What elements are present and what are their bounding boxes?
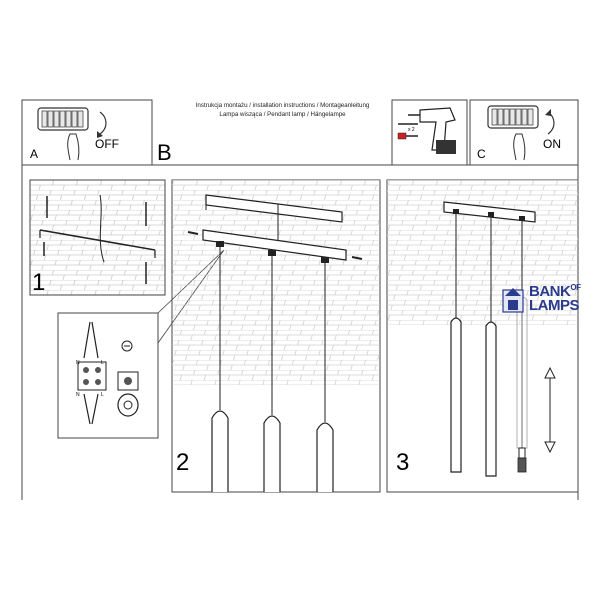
step-3-number: 3	[396, 449, 409, 476]
pendant-shade	[211, 410, 229, 492]
pendant-shade	[450, 317, 462, 473]
step-2-panel	[171, 179, 381, 493]
wire-l-top: L	[101, 360, 104, 366]
screw-anchor-icon	[397, 123, 418, 140]
panel-a-label: A	[30, 147, 38, 161]
bank-of-lamps-logo: BANKOF LAMPS	[500, 283, 600, 317]
wire-n-bottom: N	[76, 392, 80, 398]
bulb-socket-icon	[518, 447, 526, 459]
panel-b-label: B	[157, 140, 172, 165]
panel-a-switch-off	[21, 99, 153, 166]
logo-line-1-main: BANK	[529, 283, 571, 300]
step-3-panel	[386, 179, 579, 493]
ground-icon	[121, 340, 133, 352]
instructions-header: Instrukcja montażu / installation instru…	[180, 101, 385, 119]
hand-icon	[67, 133, 80, 161]
canopy-plate	[202, 229, 347, 261]
panel-tools	[391, 99, 468, 166]
pendant-shade-raised	[516, 296, 528, 449]
step-1-panel	[29, 179, 166, 296]
terminal-block-icon	[77, 361, 107, 391]
ceiling-bracket	[205, 194, 343, 223]
cable	[99, 194, 105, 263]
bank-of-lamps-logo-icon	[502, 288, 524, 313]
pendant-shade	[485, 321, 497, 477]
arrow-down-icon	[99, 111, 107, 135]
pendant-shade	[263, 415, 281, 492]
wire-l-bottom: L	[101, 392, 104, 398]
pendant-shade	[316, 422, 334, 492]
panel-c-state: ON	[543, 137, 561, 151]
drill-icon	[408, 107, 456, 154]
logo-line-1-small: OF	[570, 283, 581, 292]
mounting-bar	[39, 229, 156, 251]
panel-c-label: C	[477, 147, 486, 161]
logo-line-2: LAMPS	[529, 297, 580, 314]
step-1-number: 1	[32, 269, 45, 296]
wire-n-top: N	[76, 360, 80, 366]
header-line-2: Lampa wisząca / Pendant lamp / Hängelamp…	[219, 111, 346, 118]
screw-icon	[187, 231, 199, 235]
step-2-number: 2	[176, 449, 189, 476]
screw-icon	[351, 256, 363, 260]
panel-c-switch-on	[469, 99, 579, 166]
panel-a-state: OFF	[95, 137, 119, 151]
hand-icon	[513, 133, 526, 161]
tool-count: x 2	[408, 127, 415, 133]
wiring-detail-panel	[57, 249, 225, 439]
header-line-1: Instrukcja montażu / installation instru…	[195, 102, 370, 109]
